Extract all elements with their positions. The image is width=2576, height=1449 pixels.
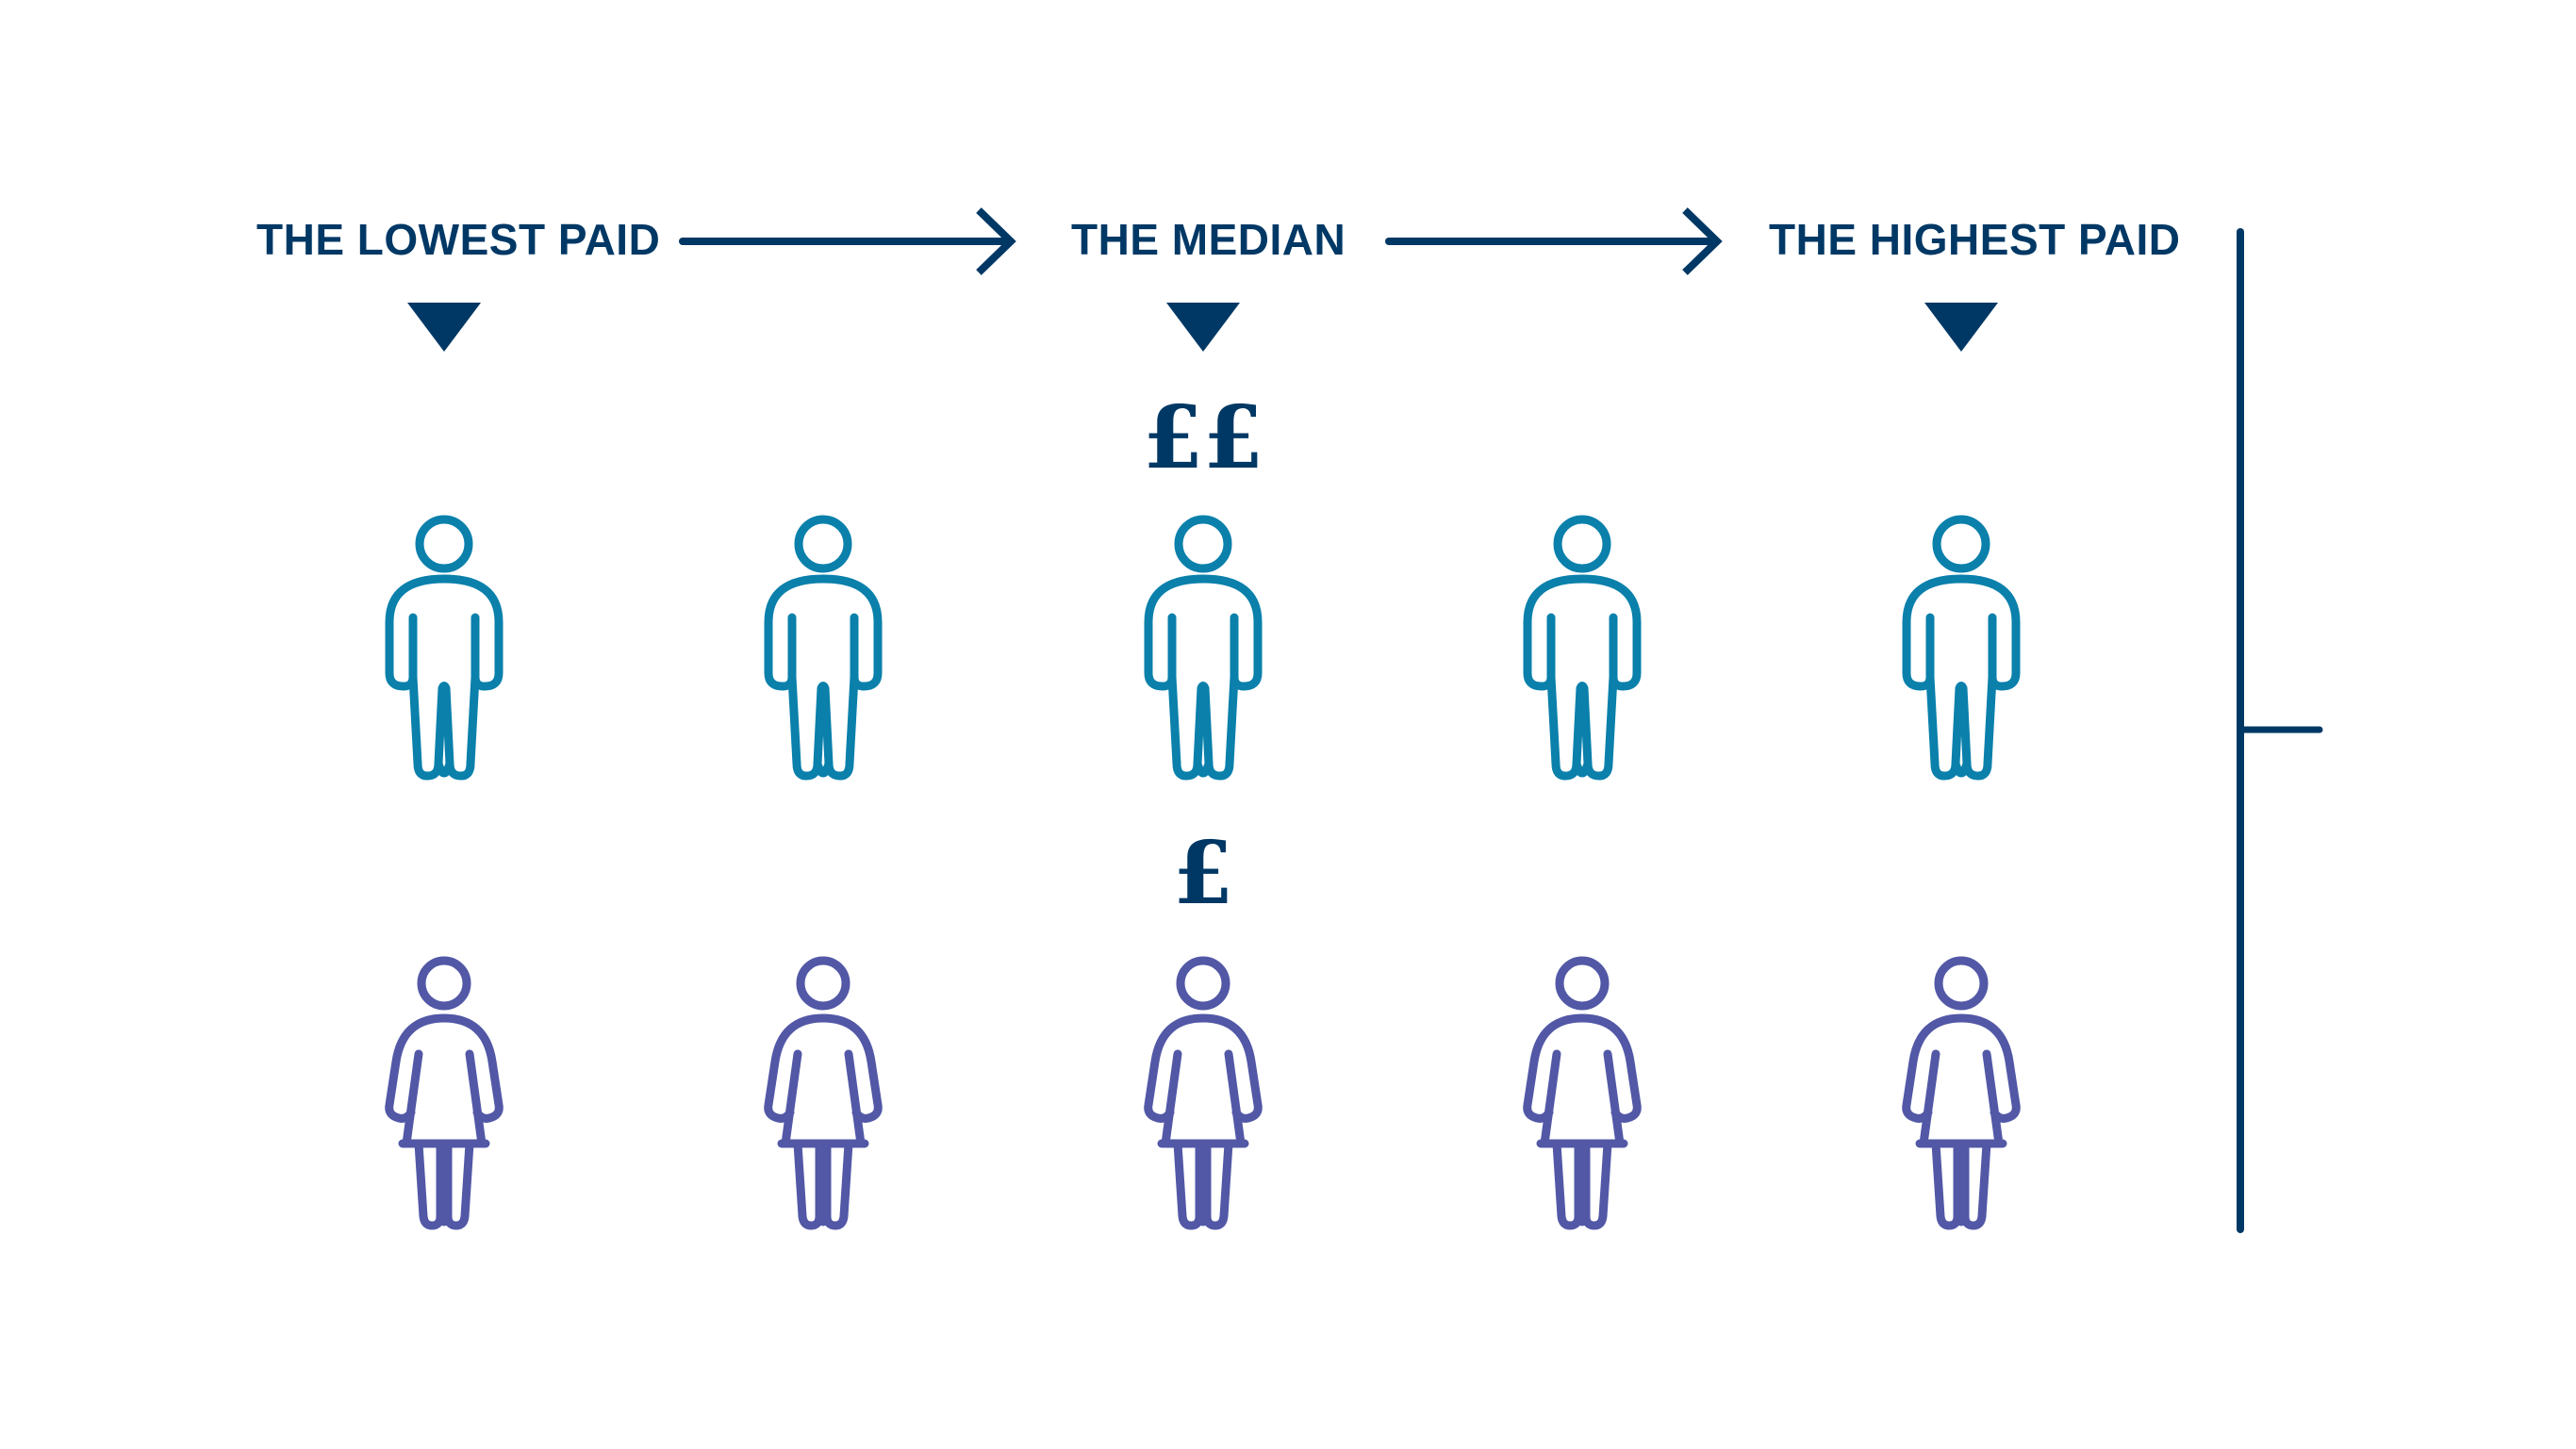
arrow-right-icon	[1385, 207, 1723, 275]
bracket-icon	[2237, 228, 2323, 1233]
man-icon	[1907, 519, 2016, 776]
label-highest-paid: THE HIGHEST PAID	[1769, 215, 2181, 264]
woman-icon	[1527, 961, 1638, 1226]
woman-icon	[389, 961, 500, 1226]
man-icon	[1527, 519, 1637, 776]
woman-icon	[768, 961, 879, 1226]
triangle-down-icon	[1166, 303, 1240, 352]
man-icon	[1148, 519, 1258, 776]
arrow-right-icon	[679, 207, 1016, 275]
women-median-pay-marker: £	[1172, 822, 1234, 924]
women-row	[389, 961, 2017, 1226]
men-median-pay-marker: ££	[1142, 387, 1264, 488]
man-icon	[389, 519, 499, 776]
label-lowest-paid: THE LOWEST PAID	[256, 215, 661, 264]
woman-icon	[1148, 961, 1259, 1226]
triangle-down-icon	[407, 303, 481, 352]
man-icon	[768, 519, 878, 776]
woman-icon	[1907, 961, 2017, 1226]
triangle-down-icon	[1924, 303, 1998, 352]
men-row	[389, 519, 2016, 776]
label-median: THE MEDIAN	[1071, 215, 1346, 264]
